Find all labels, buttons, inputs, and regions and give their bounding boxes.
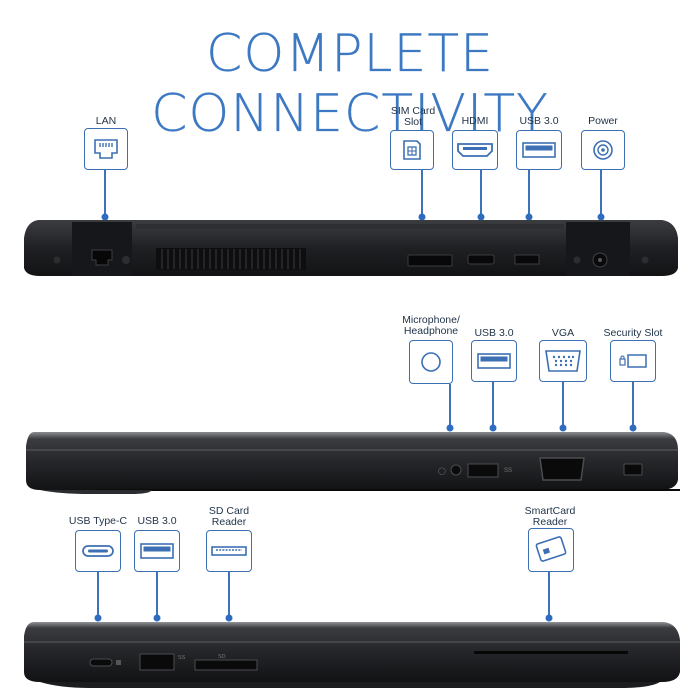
- vent-grille: [156, 248, 306, 270]
- leader-sd: [228, 572, 230, 618]
- label-usbc: USB Type-C: [68, 515, 128, 527]
- usb-port-icon: [134, 530, 180, 572]
- leader-usbc: [97, 572, 99, 618]
- label-usb-right: USB 3.0: [474, 327, 514, 339]
- silk-sd: SD: [218, 654, 226, 660]
- leader-audio: [449, 384, 451, 428]
- svg-text:◯: ◯: [438, 467, 446, 475]
- marker-usb-left: [153, 614, 161, 622]
- leader-smartcard: [548, 572, 550, 618]
- lan-port: [91, 249, 113, 266]
- label-usb-left: USB 3.0: [137, 515, 177, 527]
- label-sd: SD Card Reader: [208, 505, 250, 528]
- marker-hdmi: [477, 213, 485, 221]
- sd-card-slot-icon: [206, 530, 252, 572]
- leader-vga: [562, 382, 564, 428]
- label-audio: Microphone/ Headphone: [402, 314, 460, 337]
- marker-sd: [225, 614, 233, 622]
- label-hdmi: HDMI: [461, 115, 489, 127]
- label-sim: SIM Card Slot: [390, 105, 436, 128]
- marker-lock: [629, 424, 637, 432]
- leader-lock: [632, 382, 634, 428]
- marker-vga: [559, 424, 567, 432]
- laptop-right-side-view: ◯ SS: [26, 432, 680, 494]
- sim-card-icon: [390, 130, 434, 170]
- usb-port-icon: [516, 130, 562, 170]
- page-title: COMPLETE CONNECTIVITY: [151, 24, 549, 144]
- usb-type-c-icon: [75, 530, 121, 572]
- marker-usb-back: [525, 213, 533, 221]
- smartcard-icon: [528, 528, 574, 572]
- leader-hdmi: [480, 170, 482, 217]
- label-lock: Security Slot: [603, 327, 663, 339]
- silk-ss-right: SS: [504, 468, 512, 474]
- audio-jack-icon: [409, 340, 453, 384]
- hdmi-port-icon: [452, 130, 498, 170]
- marker-usbc: [94, 614, 102, 622]
- label-lan: LAN: [95, 115, 117, 127]
- marker-smartcard: [545, 614, 553, 622]
- marker-power: [597, 213, 605, 221]
- marker-usb-right: [489, 424, 497, 432]
- marker-audio: [446, 424, 454, 432]
- label-smartcard: SmartCard Reader: [524, 505, 576, 528]
- leader-sim: [421, 170, 423, 217]
- dc-power-jack-icon: [581, 130, 625, 170]
- leader-usb-left: [156, 572, 158, 618]
- leader-lan: [104, 170, 106, 217]
- leader-power: [600, 170, 602, 217]
- marker-lan: [101, 213, 109, 221]
- label-power: Power: [588, 115, 618, 127]
- ethernet-port-icon: [84, 128, 128, 170]
- leader-usb-right: [492, 382, 494, 428]
- security-lock-slot-icon: [610, 340, 656, 382]
- label-usb-back: USB 3.0: [519, 115, 559, 127]
- label-vga: VGA: [551, 327, 575, 339]
- marker-sim: [418, 213, 426, 221]
- usb-port-icon: [471, 340, 517, 382]
- leader-usb-back: [528, 170, 530, 217]
- laptop-back-view: [24, 220, 678, 276]
- silk-ss-left: SS: [178, 655, 186, 661]
- laptop-left-side-view: SS SD: [24, 622, 680, 688]
- vga-port-icon: [539, 340, 587, 382]
